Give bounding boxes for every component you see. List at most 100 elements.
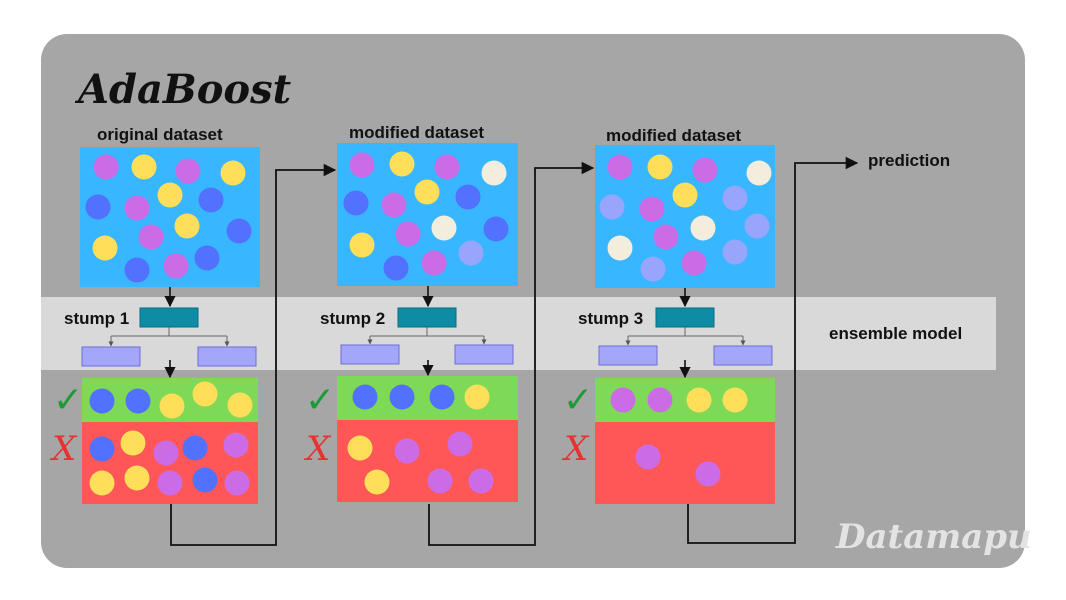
correct-point bbox=[352, 384, 378, 410]
data-point bbox=[746, 160, 772, 186]
correct-point bbox=[610, 387, 636, 413]
misclassified-point bbox=[364, 469, 390, 495]
check-icon-1: ✓ bbox=[53, 380, 84, 421]
data-point bbox=[421, 250, 447, 276]
data-point bbox=[647, 154, 673, 180]
data-point bbox=[138, 224, 164, 250]
wrong-box-2 bbox=[337, 420, 518, 502]
misclassified-point bbox=[224, 470, 250, 496]
misclassified-point bbox=[124, 465, 150, 491]
data-point bbox=[131, 154, 157, 180]
connector-stage-2-to-3 bbox=[428, 161, 595, 546]
data-point bbox=[92, 235, 118, 261]
data-point bbox=[681, 250, 707, 276]
misclassified-point bbox=[394, 438, 420, 464]
data-point bbox=[653, 224, 679, 250]
correct-point bbox=[722, 387, 748, 413]
stump-leaf-right-3 bbox=[713, 345, 773, 366]
dataset-label-2: modified dataset bbox=[349, 123, 485, 142]
stump-root-node-3 bbox=[655, 307, 715, 328]
misclassified-point bbox=[223, 432, 249, 458]
misclassified-point bbox=[447, 431, 473, 457]
stump-label-1: stump 1 bbox=[64, 309, 130, 328]
misclassified-point bbox=[89, 436, 115, 462]
misclassified-point bbox=[192, 467, 218, 493]
wrong-box-3 bbox=[595, 422, 775, 504]
data-point bbox=[343, 190, 369, 216]
diagram-title: AdaBoost bbox=[78, 66, 292, 113]
connectors-layer bbox=[164, 156, 859, 546]
stump-root-node-2 bbox=[397, 307, 457, 328]
stump-leaf-left-1 bbox=[81, 346, 141, 367]
data-point bbox=[431, 215, 457, 241]
prediction-label: prediction bbox=[868, 151, 951, 170]
data-point bbox=[672, 182, 698, 208]
cross-icon-3: X bbox=[564, 429, 589, 469]
cross-icon-1: X bbox=[52, 429, 77, 469]
misclassified-point bbox=[153, 440, 179, 466]
data-point bbox=[744, 213, 770, 239]
correct-point bbox=[192, 381, 218, 407]
data-point bbox=[157, 182, 183, 208]
connector-to-prediction bbox=[687, 156, 859, 544]
data-point bbox=[85, 194, 111, 220]
data-point bbox=[455, 184, 481, 210]
misclassified-point bbox=[695, 461, 721, 487]
data-point bbox=[640, 256, 666, 282]
correct-point bbox=[686, 387, 712, 413]
data-point bbox=[722, 239, 748, 265]
correct-point bbox=[159, 393, 185, 419]
data-point bbox=[692, 157, 718, 183]
data-point bbox=[607, 154, 633, 180]
data-point bbox=[414, 179, 440, 205]
misclassified-point bbox=[635, 444, 661, 470]
dataset-label-1: original dataset bbox=[97, 125, 223, 144]
data-point bbox=[349, 152, 375, 178]
cross-icon-2: X bbox=[306, 429, 331, 469]
stump-leaf-right-2 bbox=[454, 344, 514, 365]
data-point bbox=[175, 158, 201, 184]
data-point bbox=[163, 253, 189, 279]
data-point bbox=[93, 154, 119, 180]
correct-point bbox=[125, 388, 151, 414]
data-point bbox=[607, 235, 633, 261]
stump-label-3: stump 3 bbox=[578, 309, 644, 328]
data-point bbox=[395, 221, 421, 247]
data-point bbox=[481, 160, 507, 186]
data-point bbox=[483, 216, 509, 242]
misclassified-point bbox=[347, 435, 373, 461]
data-point bbox=[722, 185, 748, 211]
misclassified-point bbox=[89, 470, 115, 496]
data-point bbox=[458, 240, 484, 266]
stump-leaf-right-1 bbox=[197, 346, 257, 367]
data-point bbox=[194, 245, 220, 271]
correct-point bbox=[429, 384, 455, 410]
points-layer bbox=[85, 151, 772, 496]
data-point bbox=[599, 194, 625, 220]
stump-leaf-left-3 bbox=[598, 345, 658, 366]
data-point bbox=[639, 196, 665, 222]
data-point bbox=[226, 218, 252, 244]
check-icon-3: ✓ bbox=[563, 380, 594, 421]
misclassified-point bbox=[157, 470, 183, 496]
correct-point bbox=[89, 388, 115, 414]
dataset-label-3: modified dataset bbox=[606, 126, 742, 145]
data-point bbox=[174, 213, 200, 239]
misclassified-point bbox=[182, 435, 208, 461]
misclassified-point bbox=[427, 468, 453, 494]
data-point bbox=[124, 195, 150, 221]
data-point bbox=[383, 255, 409, 281]
stump-branch-lines-3 bbox=[628, 327, 743, 337]
datamapu-watermark: Datamapu bbox=[836, 517, 1032, 557]
correct-point bbox=[389, 384, 415, 410]
data-point bbox=[349, 232, 375, 258]
data-point bbox=[220, 160, 246, 186]
stump-label-2: stump 2 bbox=[320, 309, 386, 328]
correct-point bbox=[647, 387, 673, 413]
data-point bbox=[198, 187, 224, 213]
data-point bbox=[124, 257, 150, 283]
stump-leaf-left-2 bbox=[340, 344, 400, 365]
data-point bbox=[690, 215, 716, 241]
